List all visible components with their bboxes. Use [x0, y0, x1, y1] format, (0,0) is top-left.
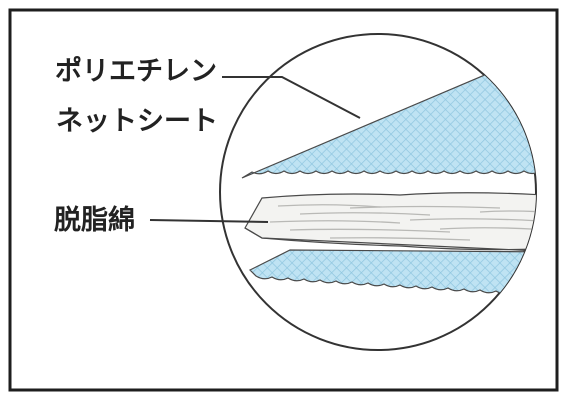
leader-line-cotton [149, 219, 269, 223]
outer-frame [8, 8, 559, 392]
leader-line-net-sheet [222, 76, 361, 119]
net-sheet-top [241, 59, 536, 179]
label-absorbent-cotton: 脱脂綿 [54, 205, 135, 236]
cotton-front-edge [244, 227, 536, 253]
label-polyethylene-line2: ネットシート [56, 106, 218, 137]
cotton-streaks [269, 204, 536, 241]
label-polyethylene-line1: ポリエチレン [55, 56, 217, 87]
layers-group [241, 59, 536, 296]
